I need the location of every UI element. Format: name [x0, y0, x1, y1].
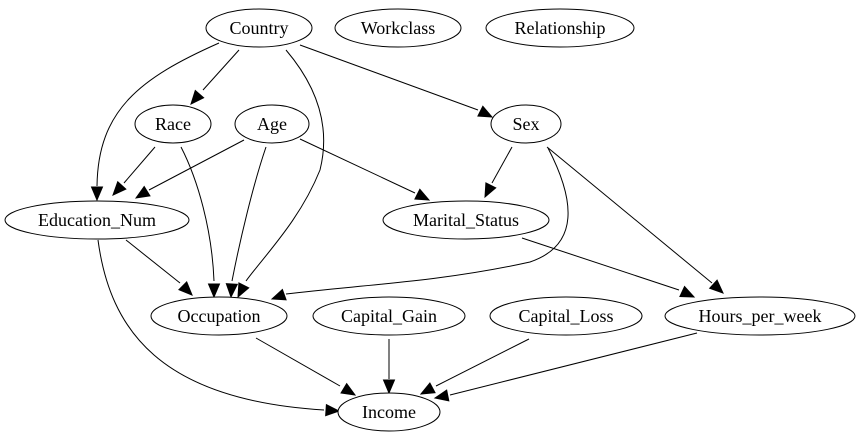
arrowhead-icon	[484, 182, 497, 199]
node-shape	[150, 296, 288, 336]
node-workclass: Workclass	[334, 8, 462, 48]
arrowhead-icon	[270, 288, 287, 301]
arrowhead-icon	[419, 382, 436, 395]
node-label: Relationship	[515, 18, 606, 38]
arrowhead-icon	[90, 186, 104, 202]
node-label: Workclass	[361, 18, 436, 38]
edge-line	[546, 146, 713, 284]
node-shape	[490, 104, 562, 144]
edge-layer	[90, 42, 724, 417]
edge-sex-to-occupation	[270, 147, 569, 301]
edge-race-to-education-num	[112, 146, 156, 196]
edge-line	[449, 332, 698, 396]
node-label: Sex	[513, 114, 540, 134]
arrowhead-icon	[190, 89, 205, 105]
edge-country-to-race	[190, 49, 240, 105]
node-education-num: Education_Num	[4, 200, 190, 240]
edge-age-to-education-num	[134, 139, 245, 199]
arrowhead-icon	[414, 188, 431, 201]
edge-age-to-occupation	[225, 146, 267, 299]
edge-race-to-occupation	[180, 146, 221, 299]
arrowhead-icon	[225, 283, 239, 299]
node-label: Capital_Gain	[341, 306, 437, 326]
arrowhead-icon	[679, 285, 696, 298]
arrowhead-icon	[178, 281, 193, 296]
edge-sex-to-hours-per-week	[546, 146, 724, 294]
edge-line	[202, 49, 240, 91]
node-label: Marital_Status	[413, 210, 519, 230]
edge-line	[231, 146, 267, 282]
arrowhead-icon	[134, 185, 151, 199]
node-hours-per-week: Hours_per_week	[664, 296, 856, 336]
edge-line	[435, 338, 530, 387]
edge-capital-gain-to-income	[382, 339, 396, 395]
edge-occupation-to-income	[255, 337, 357, 396]
edge-line	[285, 147, 569, 295]
node-label: Occupation	[178, 306, 261, 326]
edge-line	[148, 139, 245, 191]
node-shape	[134, 104, 212, 144]
edge-country-to-sex	[299, 44, 494, 118]
node-label: Education_Num	[38, 210, 156, 230]
arrowhead-icon	[237, 282, 250, 299]
arrowhead-icon	[433, 389, 450, 402]
node-shape	[337, 392, 441, 432]
arrowhead-icon	[382, 379, 396, 395]
node-capital-loss: Capital_Loss	[489, 296, 643, 336]
arrowhead-icon	[477, 105, 494, 118]
node-capital-gain: Capital_Gain	[312, 296, 466, 336]
edge-line	[491, 146, 513, 184]
edge-age-to-marital-status	[299, 138, 431, 201]
edge-line	[96, 42, 220, 187]
node-shape	[312, 296, 466, 336]
edge-line	[299, 44, 479, 111]
edge-line	[97, 239, 325, 411]
node-country: Country	[205, 8, 313, 48]
node-shape	[4, 200, 190, 240]
node-income: Income	[337, 392, 441, 432]
arrowhead-icon	[325, 403, 341, 417]
arrowhead-icon	[207, 283, 221, 299]
node-shape	[234, 104, 310, 144]
edge-education-num-to-income	[97, 239, 341, 417]
edge-line	[180, 146, 215, 282]
node-label: Race	[155, 114, 191, 134]
node-shape	[382, 200, 550, 240]
node-relationship: Relationship	[485, 8, 635, 48]
node-shape	[334, 8, 462, 48]
arrowhead-icon	[340, 382, 357, 396]
edge-line	[245, 49, 325, 282]
edge-line	[125, 239, 181, 284]
edge-education-num-to-occupation	[125, 239, 193, 296]
node-shape	[205, 8, 313, 48]
edge-line	[521, 237, 680, 291]
edge-line	[255, 337, 341, 387]
edge-hours-per-week-to-income	[433, 332, 698, 402]
arrowhead-icon	[708, 279, 724, 294]
node-age: Age	[234, 104, 310, 144]
node-shape	[664, 296, 856, 336]
node-shape	[485, 8, 635, 48]
arrowhead-icon	[112, 180, 127, 196]
edge-marital-status-to-hours-per-week	[521, 237, 696, 298]
node-sex: Sex	[490, 104, 562, 144]
node-label: Hours_per_week	[699, 306, 822, 326]
edge-capital-loss-to-income	[419, 338, 530, 395]
edge-line	[123, 146, 156, 184]
node-label: Age	[257, 114, 287, 134]
node-race: Race	[134, 104, 212, 144]
edge-sex-to-marital-status	[484, 146, 513, 199]
edge-country-to-education-num	[90, 42, 220, 202]
node-label: Income	[362, 402, 416, 422]
edge-line	[299, 138, 416, 194]
node-occupation: Occupation	[150, 296, 288, 336]
node-marital-status: Marital_Status	[382, 200, 550, 240]
edge-country-to-occupation	[237, 49, 325, 299]
node-label: Capital_Loss	[519, 306, 614, 326]
node-shape	[489, 296, 643, 336]
node-label: Country	[229, 18, 288, 38]
